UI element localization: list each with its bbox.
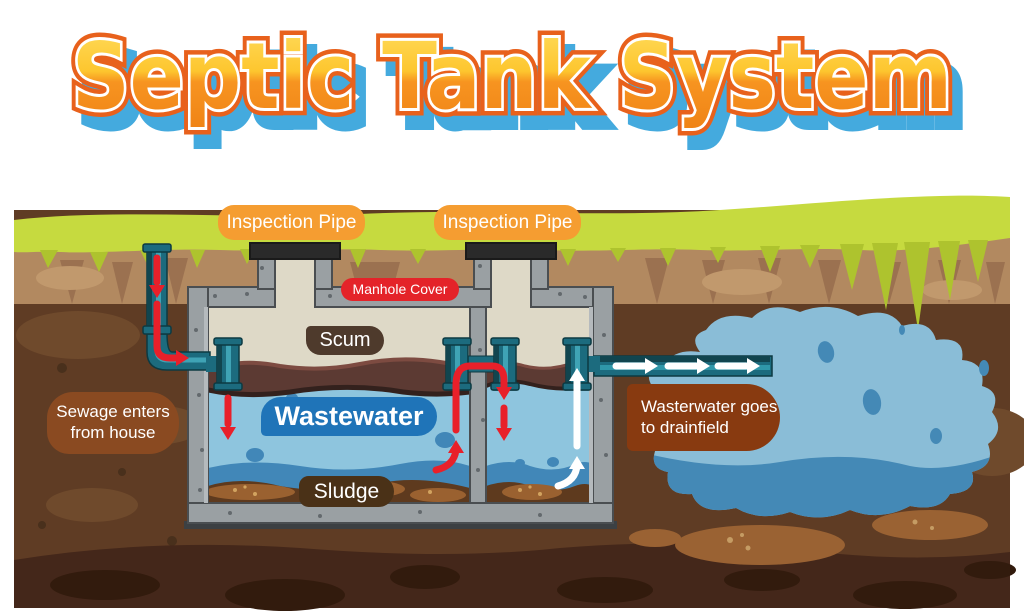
wall-highlight-left	[204, 307, 208, 503]
inspection-pipe-label-1: Inspection Pipe	[218, 205, 365, 240]
scum-label: Scum	[306, 326, 384, 355]
white-arrowheads	[569, 358, 760, 469]
manhole-cover-label: Manhole Cover	[341, 278, 459, 301]
drainfield-label: Wasterwater goes to drainfield	[627, 384, 780, 451]
title-art: Septic Tank System Septic Tank System Se…	[65, 16, 971, 153]
manhole-cap-2	[465, 242, 557, 260]
sludge-label: Sludge	[299, 476, 394, 507]
title-shadow: Septic Tank System	[82, 37, 962, 144]
manhole-cap-1	[249, 242, 341, 260]
sewage-inlet-label: Sewage enters from house	[47, 392, 179, 454]
wastewater-label: Wastewater	[261, 397, 437, 436]
inspection-pipe-label-2: Inspection Pipe	[434, 205, 581, 240]
red-arrowheads	[149, 285, 512, 453]
title-outline: Septic Tank System	[72, 23, 952, 130]
tank-concrete	[184, 252, 617, 529]
wall-highlight-right	[589, 307, 593, 503]
page-title: Septic Tank System	[72, 23, 952, 130]
